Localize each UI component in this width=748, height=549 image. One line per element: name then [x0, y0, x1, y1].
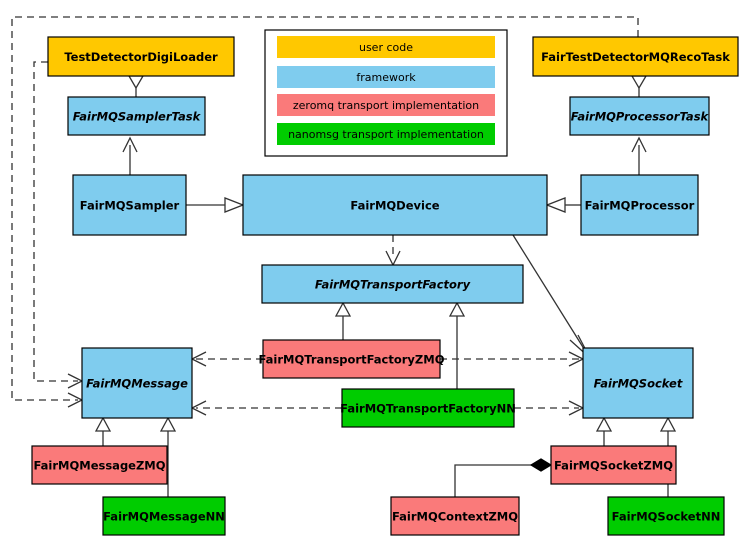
legend-swatch-zeromq	[277, 94, 495, 116]
node-fairmq-socket[interactable]: FairMQSocket	[582, 347, 694, 419]
triangle-sampler-to-device	[224, 197, 245, 213]
node-label-fairmq-transport-factory: FairMQTransportFactory	[315, 278, 471, 292]
node-label-fairmq-sampler-task: FairMQSamplerTask	[73, 110, 202, 124]
node-label-fairmq-transport-factory-nn: FairMQTransportFactoryNN	[340, 402, 516, 416]
node-rect-fairmq-processor[interactable]	[580, 174, 699, 236]
node-fairmq-transport-factory-zmq[interactable]: FairMQTransportFactoryZMQ	[258, 339, 445, 379]
node-layer: TestDetectorDigiLoader FairTestDetectorM…	[31, 36, 739, 536]
edge-digiloader-to-message	[33, 61, 78, 382]
node-rect-fairmq-socket-nn[interactable]	[607, 496, 725, 536]
node-rect-fairmq-transport-factory-nn[interactable]	[341, 388, 515, 428]
node-rect-fairmq-socket[interactable]	[582, 347, 694, 419]
diamond-socketzmq-composition	[529, 458, 553, 472]
node-label-fairmq-socket-zmq: FairMQSocketZMQ	[554, 459, 673, 473]
node-fairmq-transport-factory[interactable]: FairMQTransportFactory	[261, 264, 524, 304]
node-fairmq-socket-zmq[interactable]: FairMQSocketZMQ	[550, 445, 677, 485]
node-rect-fairmq-transport-factory-zmq[interactable]	[262, 339, 441, 379]
node-fairmq-processor-task[interactable]: FairMQProcessorTask	[569, 96, 710, 136]
arrowhead-sampler-to-samplertask	[122, 136, 138, 153]
node-rect-fairmq-message[interactable]	[81, 347, 193, 419]
triangle-messagenn-to-message	[159, 416, 177, 432]
legend-swatch-user-code	[277, 36, 495, 58]
node-label-test-detector-digi-loader: TestDetectorDigiLoader	[64, 50, 218, 64]
triangle-tfnn-to-transportfactory	[448, 301, 466, 317]
node-rect-fairmq-message-nn[interactable]	[102, 496, 226, 536]
node-label-fairmq-processor: FairMQProcessor	[585, 199, 695, 213]
node-rect-fairmq-processor-task[interactable]	[569, 96, 710, 136]
node-label-fair-test-detector-mq-reco-task: FairTestDetectorMQRecoTask	[541, 50, 730, 64]
node-label-fairmq-socket: FairMQSocket	[594, 377, 683, 391]
triangle-socketzmq-to-socket	[595, 416, 613, 432]
node-rect-fairmq-context-zmq[interactable]	[390, 496, 520, 536]
legend-label-framework: framework	[356, 71, 416, 84]
node-label-fairmq-message-zmq: FairMQMessageZMQ	[33, 459, 165, 473]
node-fairmq-message-nn[interactable]: FairMQMessageNN	[102, 496, 226, 536]
arrowhead-processor-to-processortask	[631, 136, 647, 153]
legend-swatch-nanomsg	[277, 123, 495, 145]
node-fairmq-message-zmq[interactable]: FairMQMessageZMQ	[31, 445, 168, 485]
node-label-fairmq-message: FairMQMessage	[86, 377, 188, 391]
node-rect-fairmq-sampler-task[interactable]	[67, 96, 206, 136]
node-fairmq-sampler-task[interactable]: FairMQSamplerTask	[67, 96, 206, 136]
node-fairmq-socket-nn[interactable]: FairMQSocketNN	[607, 496, 725, 536]
node-fairmq-device[interactable]: FairMQDevice	[242, 174, 548, 236]
node-test-detector-digi-loader[interactable]: TestDetectorDigiLoader	[47, 36, 235, 77]
edge-socketzmq-to-contextzmq	[454, 464, 536, 497]
node-label-fairmq-socket-nn: FairMQSocketNN	[612, 510, 721, 524]
legend-label-nanomsg: nanomsg transport implementation	[288, 128, 484, 141]
legend: user code framework zeromq transport imp…	[264, 29, 508, 157]
triangle-socketnn-to-socket	[659, 416, 677, 432]
edge-recotask-to-message	[11, 16, 639, 401]
legend-label-user-code: user code	[359, 41, 413, 54]
node-rect-fairmq-sampler[interactable]	[72, 174, 187, 236]
node-rect-fairmq-transport-factory[interactable]	[261, 264, 524, 304]
node-label-fairmq-device: FairMQDevice	[350, 199, 439, 213]
node-label-fairmq-message-nn: FairMQMessageNN	[103, 510, 225, 524]
node-label-fairmq-sampler: FairMQSampler	[80, 199, 180, 213]
node-label-fairmq-processor-task: FairMQProcessorTask	[571, 110, 710, 124]
node-rect-fair-test-detector-mq-reco-task[interactable]	[532, 36, 739, 77]
node-rect-fairmq-socket-zmq[interactable]	[550, 445, 677, 485]
node-label-fairmq-transport-factory-zmq: FairMQTransportFactoryZMQ	[258, 353, 444, 367]
triangle-messagezmq-to-message	[94, 416, 112, 432]
node-rect-fairmq-message-zmq[interactable]	[31, 445, 168, 485]
edge-device-to-socket	[512, 234, 587, 353]
legend-label-zeromq: zeromq transport implementation	[293, 99, 479, 112]
node-fairmq-context-zmq[interactable]: FairMQContextZMQ	[390, 496, 520, 536]
node-fairmq-sampler[interactable]: FairMQSampler	[72, 174, 187, 236]
triangle-processor-to-device	[545, 197, 566, 213]
triangle-tfzmq-to-transportfactory	[334, 301, 352, 317]
node-rect-fairmq-device[interactable]	[242, 174, 548, 236]
node-fairmq-message[interactable]: FairMQMessage	[81, 347, 193, 419]
node-fair-test-detector-mq-reco-task[interactable]: FairTestDetectorMQRecoTask	[532, 36, 739, 77]
edge-layer	[11, 16, 677, 497]
node-fairmq-processor[interactable]: FairMQProcessor	[580, 174, 699, 236]
node-fairmq-transport-factory-nn[interactable]: FairMQTransportFactoryNN	[340, 388, 516, 428]
legend-swatch-framework	[277, 66, 495, 88]
node-rect-test-detector-digi-loader[interactable]	[47, 36, 235, 77]
node-label-fairmq-context-zmq: FairMQContextZMQ	[392, 510, 518, 524]
